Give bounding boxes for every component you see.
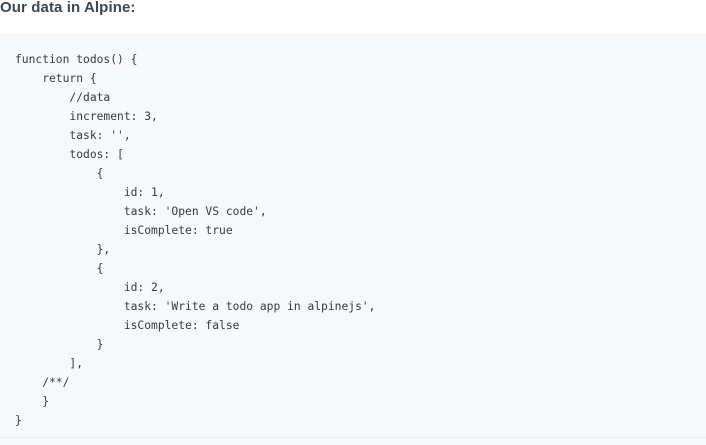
divider — [0, 437, 706, 438]
code-block: function todos() { return { //data incre… — [0, 33, 706, 445]
page-title: Our data in Alpine: — [0, 0, 136, 16]
code-content: function todos() { return { //data incre… — [15, 53, 376, 427]
